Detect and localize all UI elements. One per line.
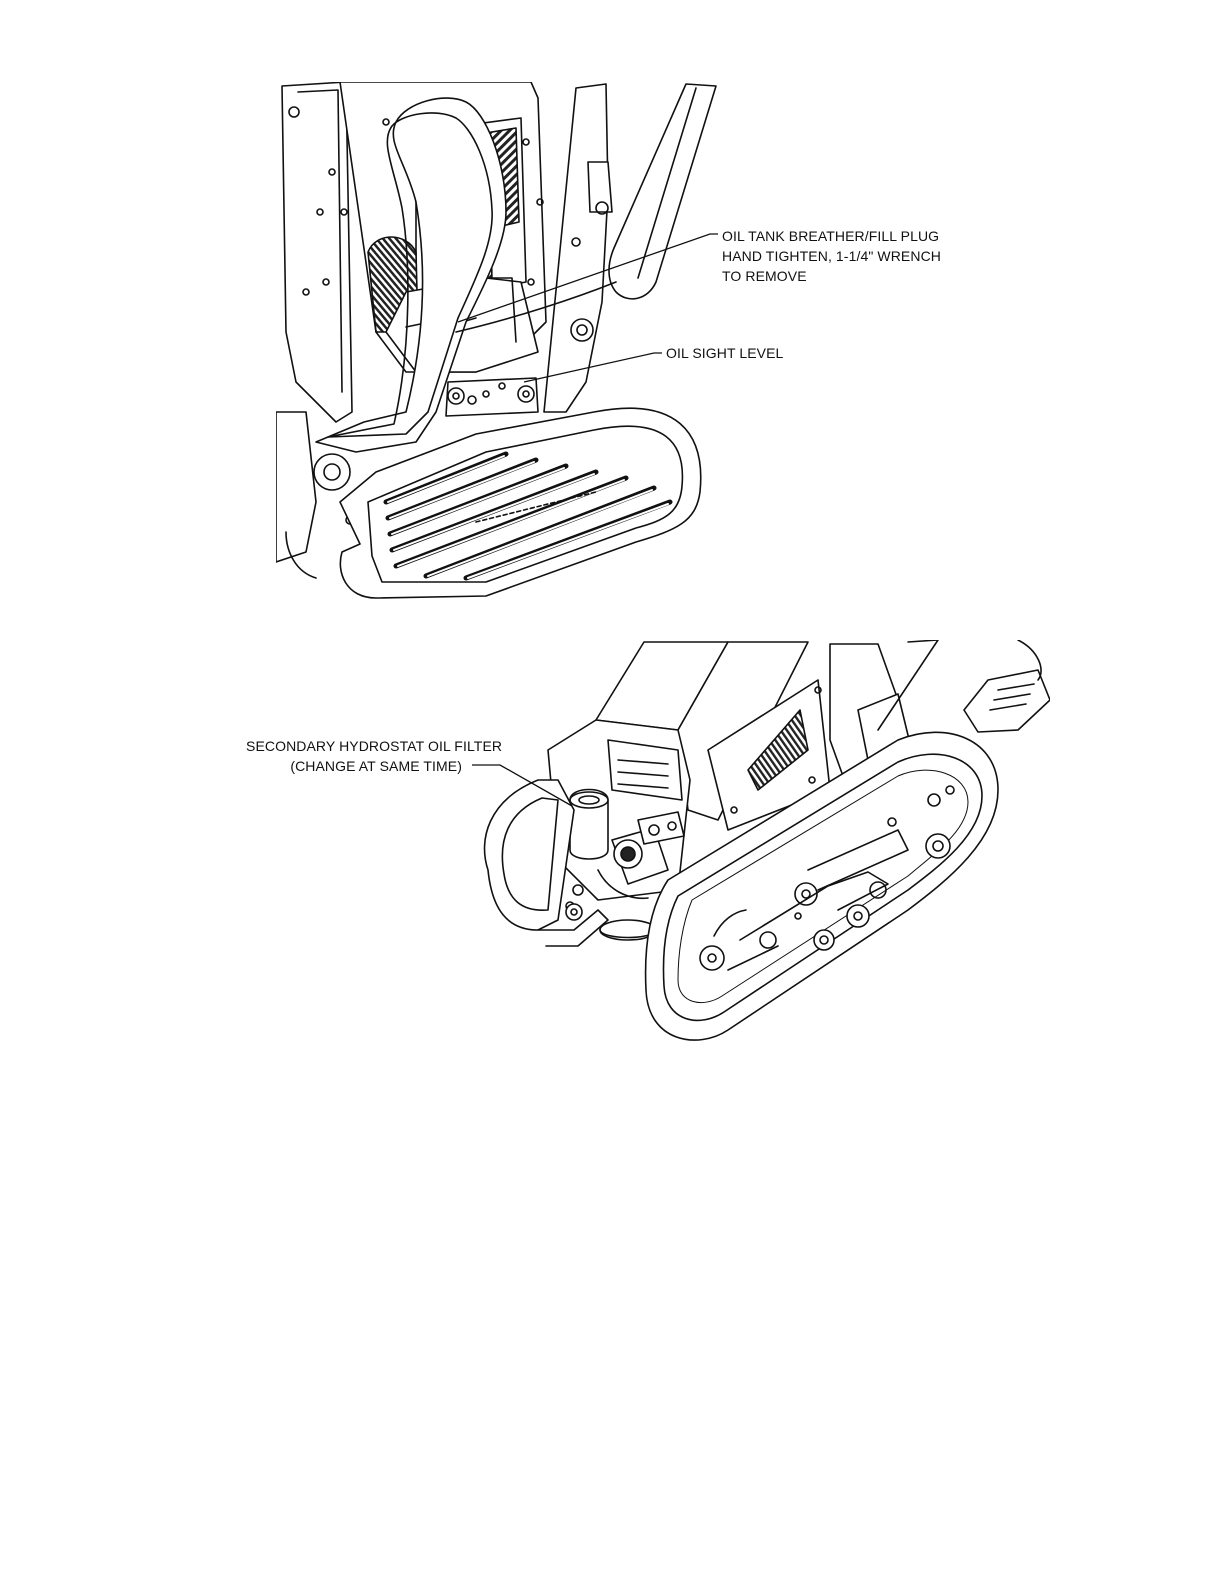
callout-oil-tank-breather: OIL TANK BREATHER/FILL PLUG HAND TIGHTEN… xyxy=(722,226,941,286)
callout-line: TO REMOVE xyxy=(722,266,941,286)
callout-line: OIL SIGHT LEVEL xyxy=(666,343,783,363)
oil-tank-illustration xyxy=(276,82,726,604)
callout-oil-sight-level: OIL SIGHT LEVEL xyxy=(666,343,783,363)
callout-line: OIL TANK BREATHER/FILL PLUG xyxy=(722,226,941,246)
callout-line: HAND TIGHTEN, 1-1/4" WRENCH xyxy=(722,246,941,266)
callout-line: (CHANGE AT SAME TIME) xyxy=(246,756,466,776)
hydrostat-filter-illustration xyxy=(478,640,1050,1045)
callout-line: SECONDARY HYDROSTAT OIL FILTER xyxy=(246,736,466,756)
callout-hydrostat-filter: SECONDARY HYDROSTAT OIL FILTER (CHANGE A… xyxy=(246,736,466,776)
